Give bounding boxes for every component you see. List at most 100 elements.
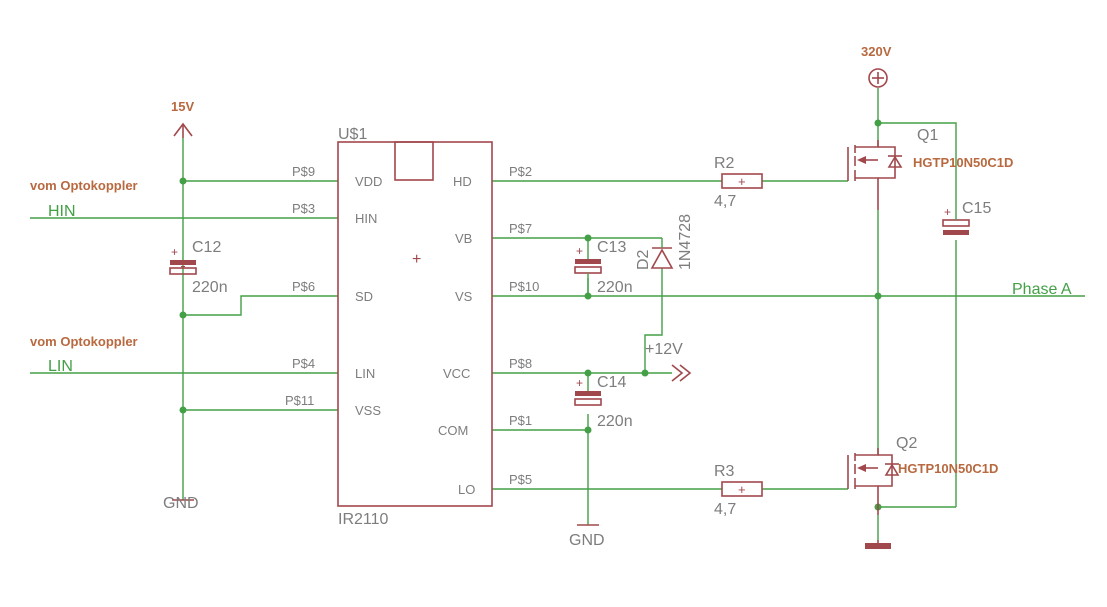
cap-polarity-icon: +	[576, 376, 583, 390]
supply-320v: 320V	[861, 44, 892, 88]
drain-lead	[855, 448, 879, 456]
body-diode-path	[878, 146, 896, 179]
q1-part: HGTP10N50C1D	[913, 155, 1013, 170]
ground-bar-icon	[865, 543, 891, 549]
ic-notch	[394, 141, 434, 181]
pad-p6: P$6	[292, 279, 315, 294]
junction	[874, 119, 882, 127]
source-lead	[855, 177, 879, 210]
body-diode-path	[878, 454, 893, 487]
ic-ir2110: + U$1 IR2110 VDD HIN SD LIN VSS P$9 P$3 …	[285, 126, 539, 528]
net-lin: LIN	[48, 358, 73, 375]
junction	[584, 369, 592, 377]
pin-name-vss: VSS	[355, 403, 381, 418]
resistor-body	[721, 481, 763, 497]
pin-name-sd: SD	[355, 289, 373, 304]
diode-triangle-icon	[650, 248, 674, 269]
pad-p10: P$10	[509, 279, 539, 294]
pad-p1: P$1	[509, 413, 532, 428]
capacitor-c15: + C15	[942, 200, 991, 235]
pin-name-vcc: VCC	[443, 366, 470, 381]
pad-p8: P$8	[509, 356, 532, 371]
pad-p4: P$4	[292, 356, 315, 371]
cap-plate-bottom	[943, 230, 969, 235]
gnd-1: GND	[163, 495, 199, 512]
mosfet-arrow-icon	[857, 464, 866, 472]
pin-name-vs: VS	[455, 289, 473, 304]
ic-name: U$1	[338, 126, 367, 143]
note-optokoppler-1: vom Optokoppler	[30, 178, 138, 193]
cap-plate-top	[575, 391, 601, 396]
q2-name: Q2	[896, 435, 917, 452]
capacitor-c13: + C13 220n	[574, 239, 633, 296]
cap-plate-bottom	[574, 266, 602, 274]
gnd-2: GND	[569, 524, 605, 549]
net-phase-a: Phase A	[1012, 281, 1072, 298]
label-320v: 320V	[861, 44, 892, 59]
pin-name-lin: LIN	[355, 366, 375, 381]
pin-name-vdd: VDD	[355, 174, 382, 189]
resistor-origin-mark: +	[738, 482, 746, 497]
r2-value: 4,7	[714, 193, 736, 210]
c14-name: C14	[597, 374, 626, 391]
junction	[179, 177, 187, 185]
label-gnd-1: GND	[163, 495, 199, 512]
junction	[179, 406, 187, 414]
label-12v: +12V	[645, 341, 683, 358]
resistor-r2: + R2 4,7	[714, 155, 763, 210]
source-lead	[855, 485, 879, 515]
pad-p11: P$11	[285, 393, 314, 408]
c13-name: C13	[597, 239, 626, 256]
wire-d2-vcc	[644, 268, 663, 373]
pad-p3: P$3	[292, 201, 315, 216]
resistor-r3: + R3 4,7	[714, 463, 763, 518]
body-diode-icon	[884, 463, 900, 476]
cap-plate-top	[170, 260, 196, 265]
cap-gap	[181, 266, 185, 267]
body-diode-icon	[887, 155, 903, 168]
c13-value: 220n	[597, 279, 633, 296]
d2-name: D2	[635, 249, 652, 270]
zener-diode-d2: D2 1N4728	[635, 214, 694, 270]
ic-origin-mark: +	[412, 251, 421, 268]
label-15v: 15V	[171, 99, 194, 114]
wire-sd	[183, 295, 338, 316]
double-arrow-icon	[671, 364, 684, 382]
supply-15v: 15V	[171, 99, 194, 138]
junction	[584, 426, 592, 434]
cap-plate-bottom	[169, 267, 197, 275]
junction	[641, 369, 649, 377]
c14-value: 220n	[597, 413, 633, 430]
mosfet-arrow-icon	[857, 156, 866, 164]
c15-name: C15	[962, 200, 991, 217]
pin-name-hd: HD	[453, 174, 472, 189]
pin-name-lo: LO	[458, 482, 475, 497]
junction	[584, 234, 592, 242]
r3-name: R3	[714, 463, 735, 480]
ic-value: IR2110	[338, 511, 389, 528]
pad-p2: P$2	[509, 164, 532, 179]
gnd-3	[865, 540, 891, 549]
note-optokoppler-2: vom Optokoppler	[30, 334, 138, 349]
q1-name: Q1	[917, 127, 938, 144]
cap-polarity-icon: +	[171, 245, 178, 259]
mosfet-q1: Q1 HGTP10N50C1D	[847, 127, 1013, 210]
cap-plate-top	[942, 219, 970, 227]
net-hin: HIN	[48, 203, 76, 220]
supply-12v: +12V	[645, 341, 692, 382]
r2-name: R2	[714, 155, 735, 172]
mosfet-q2: Q2 HGTP10N50C1D	[847, 435, 998, 515]
pin-name-hin: HIN	[355, 211, 377, 226]
wire-c15-top	[878, 122, 957, 212]
cap-plate-bottom	[574, 398, 602, 406]
pad-p9: P$9	[292, 164, 315, 179]
resistor-body	[721, 173, 763, 189]
pad-p7: P$7	[509, 221, 532, 236]
cap-polarity-icon: +	[576, 244, 583, 258]
cap-polarity-icon: +	[944, 205, 951, 219]
pin-name-com: COM	[438, 423, 468, 438]
junction	[179, 311, 187, 319]
r3-value: 4,7	[714, 501, 736, 518]
label-gnd-2: GND	[569, 532, 605, 549]
